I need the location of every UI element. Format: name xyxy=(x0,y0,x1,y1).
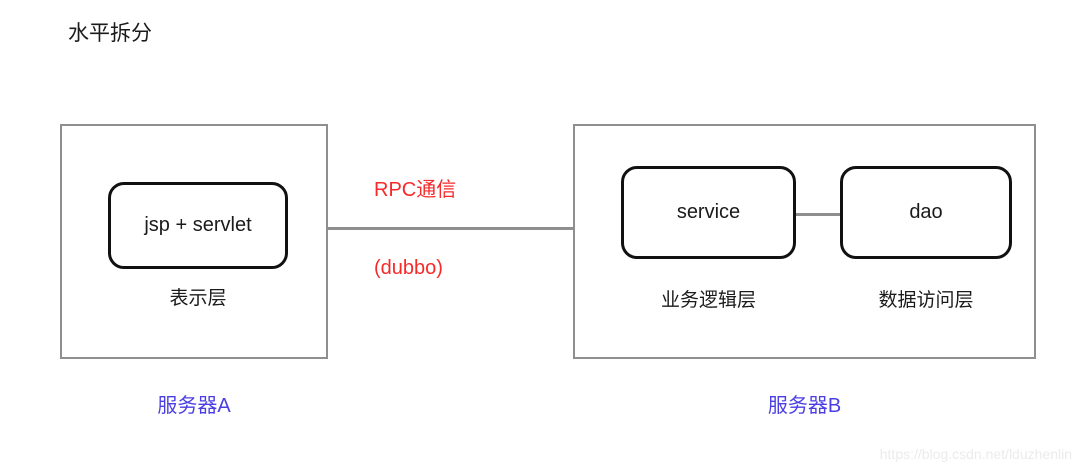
protocol-label-dubbo: (dubbo) xyxy=(374,257,443,279)
component-service: service xyxy=(621,166,796,259)
component-service-label: service xyxy=(676,201,741,223)
component-jsp-servlet: jsp + servlet xyxy=(108,182,288,269)
component-jsp-servlet-label: jsp + servlet xyxy=(144,214,252,236)
component-dao-label: dao xyxy=(909,201,943,223)
layer-caption-presentation: 表示层 xyxy=(169,288,227,309)
connector-rpc-line xyxy=(328,227,573,230)
connector-service-dao-line xyxy=(795,213,841,216)
protocol-label-rpc: RPC通信 xyxy=(374,179,457,201)
page-title: 水平拆分 xyxy=(68,22,152,45)
layer-caption-business-logic: 业务逻辑层 xyxy=(660,290,756,311)
server-caption-b: 服务器B xyxy=(767,395,842,417)
watermark: https://blog.csdn.net/lduzhenlin xyxy=(879,446,1072,462)
server-caption-a: 服务器A xyxy=(157,395,231,417)
component-dao: dao xyxy=(840,166,1012,259)
layer-caption-data-access: 数据访问层 xyxy=(878,290,974,311)
